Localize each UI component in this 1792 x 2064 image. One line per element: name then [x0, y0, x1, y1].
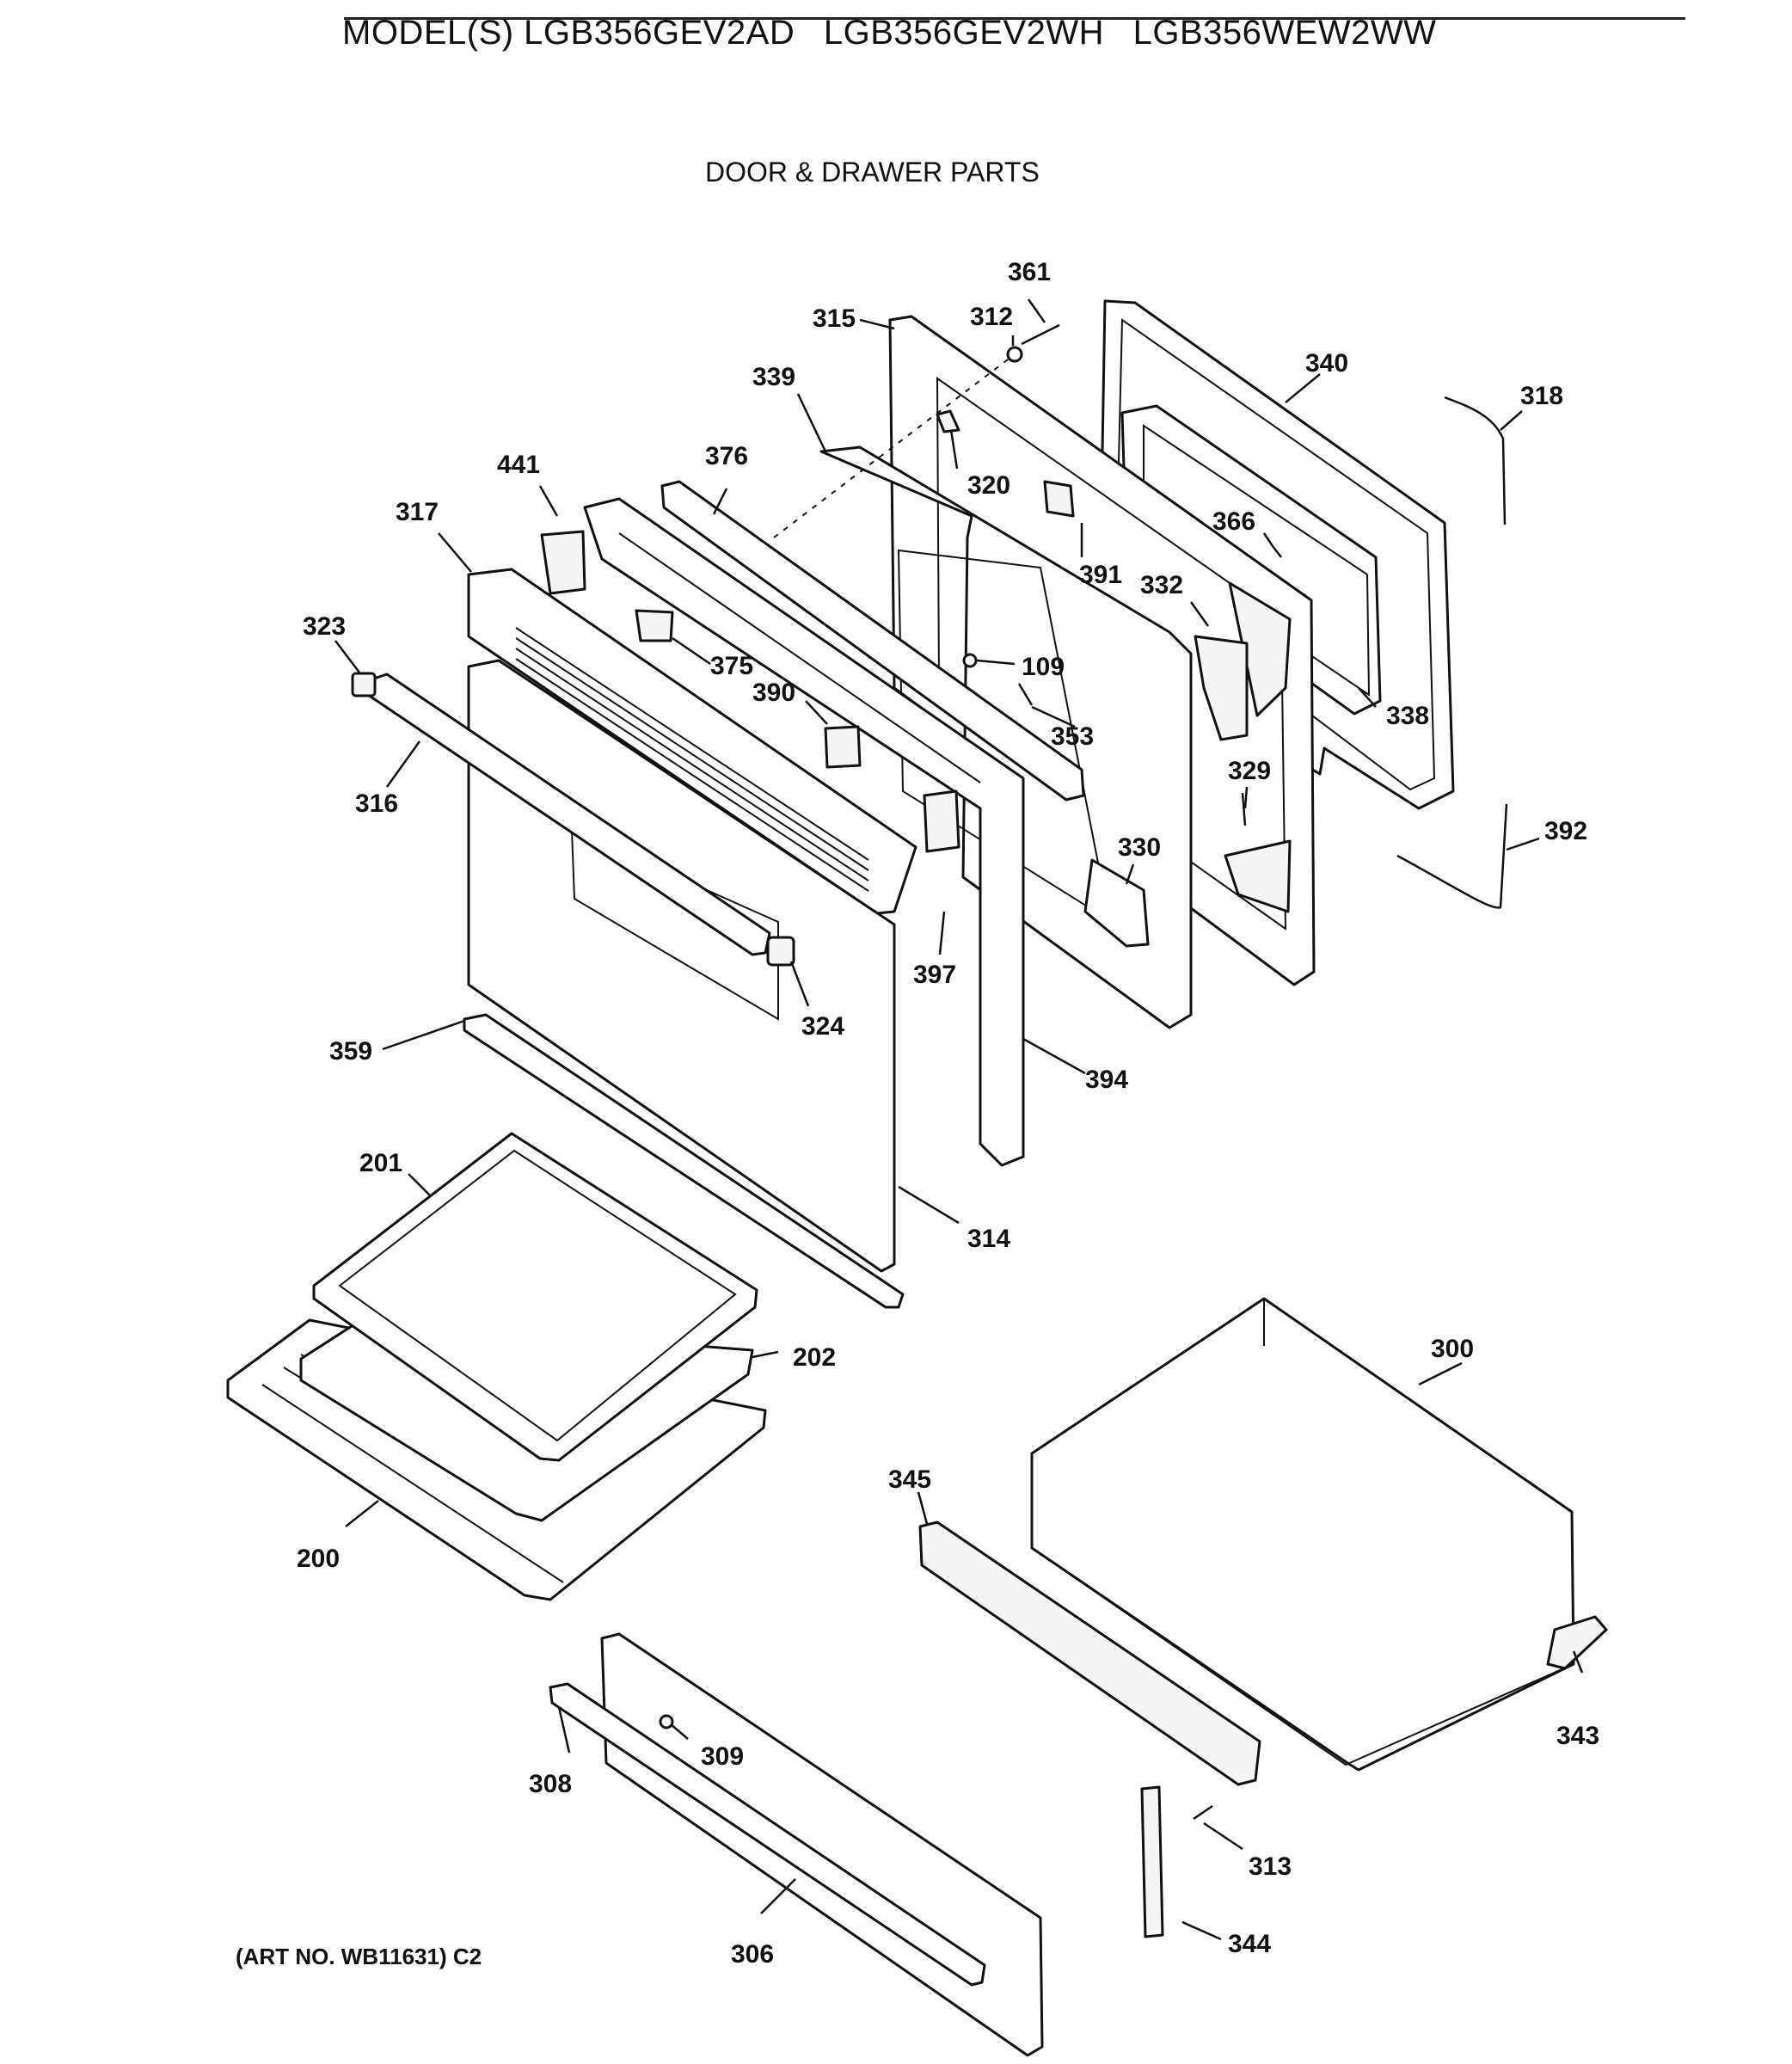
part-361-screw — [1021, 323, 1060, 346]
callout-345: 345 — [888, 1465, 931, 1494]
part-300-drawer-body — [1030, 1297, 1575, 1772]
callout-200: 200 — [297, 1545, 340, 1573]
callout-340: 340 — [1305, 349, 1348, 378]
callout-339: 339 — [752, 363, 795, 391]
callout-201: 201 — [359, 1149, 402, 1177]
part-320-hinge — [936, 409, 960, 433]
part-375-bracket — [635, 609, 674, 642]
part-324-handle-end-cap — [766, 936, 795, 967]
callout-390: 390 — [752, 679, 795, 707]
part-329-screw — [1241, 792, 1247, 826]
callout-202: 202 — [793, 1343, 836, 1372]
callout-441: 441 — [497, 451, 540, 479]
callout-308: 308 — [529, 1770, 572, 1798]
callout-397: 397 — [913, 961, 956, 989]
part-392-gasket — [1396, 803, 1508, 909]
part-201-broiler-grid — [312, 1132, 758, 1462]
callout-375: 375 — [710, 652, 753, 680]
callout-316: 316 — [355, 789, 398, 818]
callout-376: 376 — [705, 442, 748, 470]
callout-320: 320 — [967, 471, 1010, 500]
part-394-door-frame — [583, 497, 1025, 1167]
leader-lines — [334, 298, 1584, 1941]
callout-318: 318 — [1520, 382, 1563, 410]
callout-353: 353 — [1051, 722, 1094, 751]
part-391-clip — [1043, 480, 1075, 518]
header-rule — [344, 17, 1685, 20]
part-318-gasket — [1444, 396, 1507, 525]
part-376-door-trim — [660, 480, 1085, 802]
callout-309: 309 — [701, 1742, 744, 1771]
part-306-drawer-front — [600, 1632, 1044, 2057]
part-345-drawer-rail — [918, 1520, 1261, 1786]
callout-361: 361 — [1008, 258, 1051, 286]
callout-394: 394 — [1085, 1066, 1128, 1094]
part-343-drawer-roller — [1546, 1615, 1608, 1670]
part-317-vent-trim — [467, 568, 917, 915]
art-number: (ART NO. WB11631) C2 — [236, 1944, 482, 1969]
callout-306: 306 — [731, 1940, 774, 1969]
callout-329: 329 — [1228, 757, 1271, 785]
section-title: DOOR & DRAWER PARTS — [705, 157, 1040, 187]
part-441-hinge-bracket — [540, 530, 586, 595]
callout-359: 359 — [329, 1037, 372, 1066]
part-309-washer — [659, 1714, 674, 1729]
callout-314: 314 — [967, 1225, 1010, 1253]
callout-391: 391 — [1079, 561, 1122, 589]
callout-300: 300 — [1431, 1335, 1474, 1363]
part-308-drawer-handle — [549, 1682, 986, 1987]
model-3: LGB356WEW2WW — [1132, 14, 1437, 52]
callout-labels: 361 312 315 340 318 339 376 441 320 317 … — [297, 258, 1599, 1969]
callout-313: 313 — [1249, 1852, 1292, 1881]
callout-343: 343 — [1556, 1722, 1599, 1750]
callout-323: 323 — [303, 612, 346, 641]
callout-344: 344 — [1228, 1930, 1271, 1958]
part-353-screw — [1017, 683, 1034, 706]
callout-338: 338 — [1386, 702, 1429, 730]
part-313-screw — [1193, 1804, 1213, 1821]
part-397-hinge-plate — [923, 789, 960, 853]
callout-317: 317 — [396, 498, 439, 526]
callout-312: 312 — [970, 303, 1013, 331]
callout-324: 324 — [801, 1012, 844, 1041]
part-359-bottom-trim — [463, 1013, 905, 1309]
part-390-bracket — [824, 725, 862, 769]
callout-332: 332 — [1140, 571, 1183, 599]
callout-392: 392 — [1544, 817, 1587, 845]
part-332-insulation-block — [1194, 635, 1249, 741]
part-323-handle-end-cap — [351, 672, 377, 697]
part-344-drawer-slide — [1140, 1785, 1164, 1938]
callout-109: 109 — [1022, 653, 1065, 681]
callout-330: 330 — [1118, 833, 1161, 862]
model-1: MODEL(S) LGB356GEV2AD — [342, 14, 795, 52]
model-2: LGB356GEV2WH — [823, 14, 1105, 52]
callout-315: 315 — [813, 304, 856, 333]
model-list: MODEL(S) LGB356GEV2AD LGB356GEV2WH LGB35… — [342, 14, 1455, 52]
part-109-washer — [962, 653, 978, 668]
part-312-washer — [1006, 346, 1023, 363]
callout-366: 366 — [1212, 507, 1255, 536]
part-330-panel — [1083, 858, 1150, 948]
part-366-screw — [1272, 545, 1282, 558]
